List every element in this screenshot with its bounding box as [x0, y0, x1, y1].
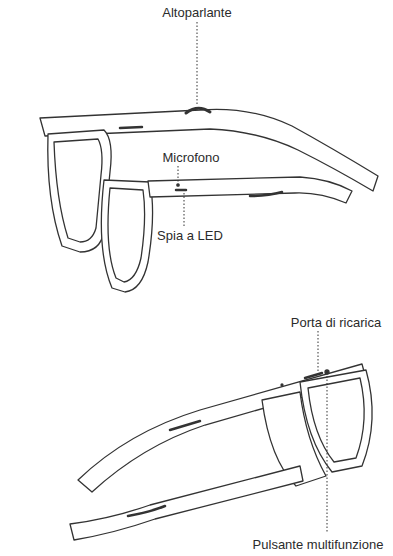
part-label: Altoparlante: [160, 5, 233, 20]
leader-line: [178, 166, 179, 183]
part-label: Porta di ricarica: [289, 315, 383, 330]
leader-line: [184, 193, 185, 226]
temple-arm: [70, 466, 303, 540]
mic-dots: [281, 384, 283, 386]
part-label: Pulsante multifunzione: [251, 537, 386, 552]
part-label: Spia a LED: [155, 228, 225, 243]
microphone-hole: [177, 184, 179, 186]
arm-detail: [120, 127, 142, 128]
lens-frame: [108, 188, 145, 282]
part-label: Microfono: [160, 150, 221, 165]
speaker-grille: [186, 108, 210, 113]
leader-line: [327, 376, 328, 532]
charging-port: [305, 373, 322, 378]
arm-detail: [170, 421, 200, 430]
lens-frame: [54, 139, 102, 242]
leader-line: [197, 22, 198, 105]
lens-frame: [101, 180, 152, 292]
multifunction-button: [325, 370, 329, 374]
temple-arm: [148, 177, 352, 203]
led-window: [176, 189, 186, 192]
leader-line: [318, 331, 319, 373]
arm-detail: [128, 506, 165, 516]
arm-detail: [250, 192, 282, 196]
lens-frame: [308, 378, 364, 462]
